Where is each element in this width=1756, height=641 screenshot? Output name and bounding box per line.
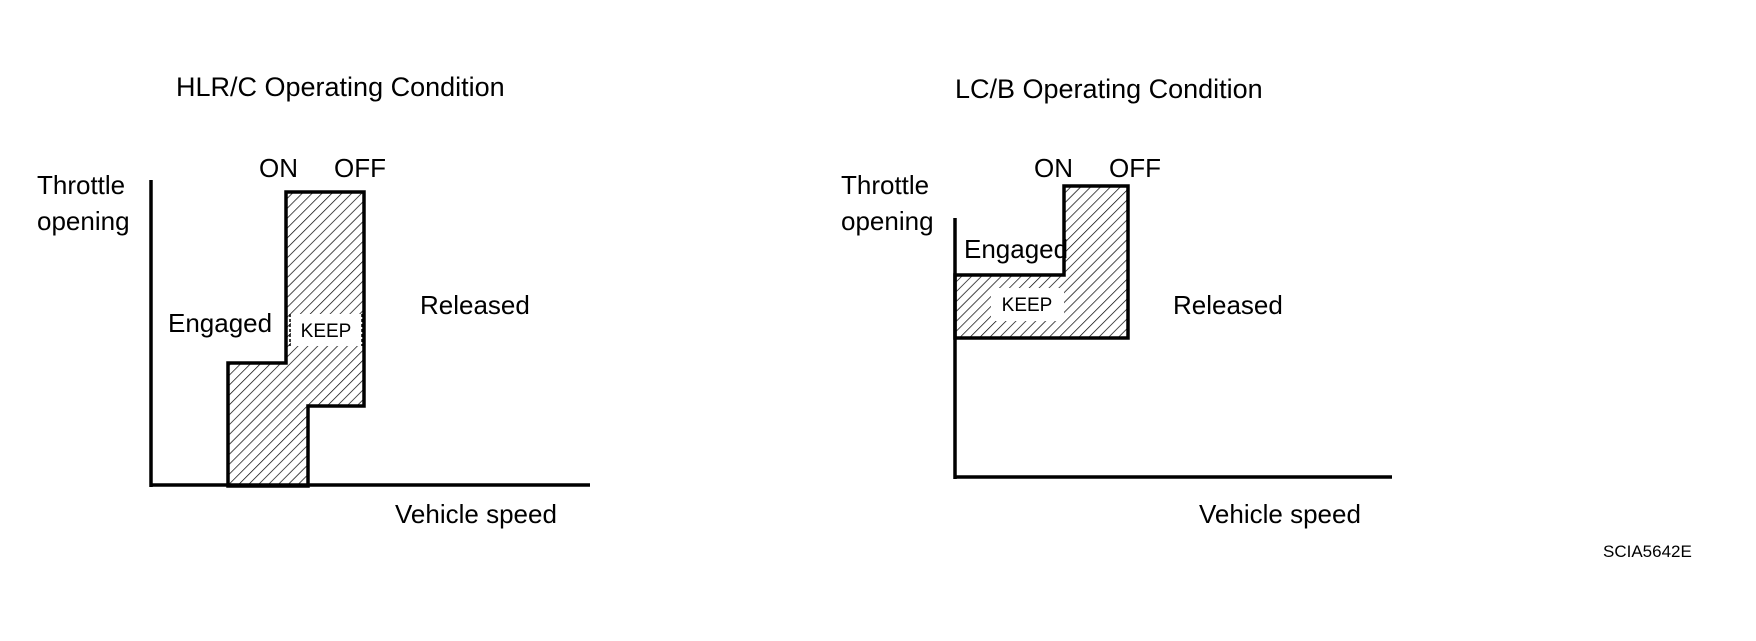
- hlrc-released-label: Released: [420, 290, 530, 320]
- hlrc-engaged-label: Engaged: [168, 308, 272, 338]
- hlrc-off-label: OFF: [334, 153, 386, 183]
- lcb-diagram: LC/B Operating Condition Throttle openin…: [841, 74, 1392, 529]
- hlrc-title: HLR/C Operating Condition: [176, 72, 505, 102]
- hlrc-keep-label: KEEP: [301, 321, 352, 342]
- lcb-released-label: Released: [1173, 290, 1283, 320]
- figure-code: SCIA5642E: [1603, 542, 1692, 561]
- hlrc-y-label-line2: opening: [37, 206, 130, 236]
- lcb-x-label: Vehicle speed: [1199, 499, 1361, 529]
- hlrc-x-label: Vehicle speed: [395, 499, 557, 529]
- hlrc-diagram: HLR/C Operating Condition Throttle openi…: [37, 72, 590, 529]
- lcb-y-label-line1: Throttle: [841, 170, 929, 200]
- lcb-engaged-label: Engaged: [964, 234, 1068, 264]
- lcb-on-label: ON: [1034, 153, 1073, 183]
- lcb-off-label: OFF: [1109, 153, 1161, 183]
- hlrc-y-label-line1: Throttle: [37, 170, 125, 200]
- lcb-y-label-line2: opening: [841, 206, 934, 236]
- lcb-keep-label: KEEP: [1002, 295, 1053, 316]
- lcb-title: LC/B Operating Condition: [955, 74, 1263, 104]
- hlrc-keep-box: [291, 314, 362, 346]
- hlrc-on-label: ON: [259, 153, 298, 183]
- lcb-keep-box: [991, 288, 1064, 321]
